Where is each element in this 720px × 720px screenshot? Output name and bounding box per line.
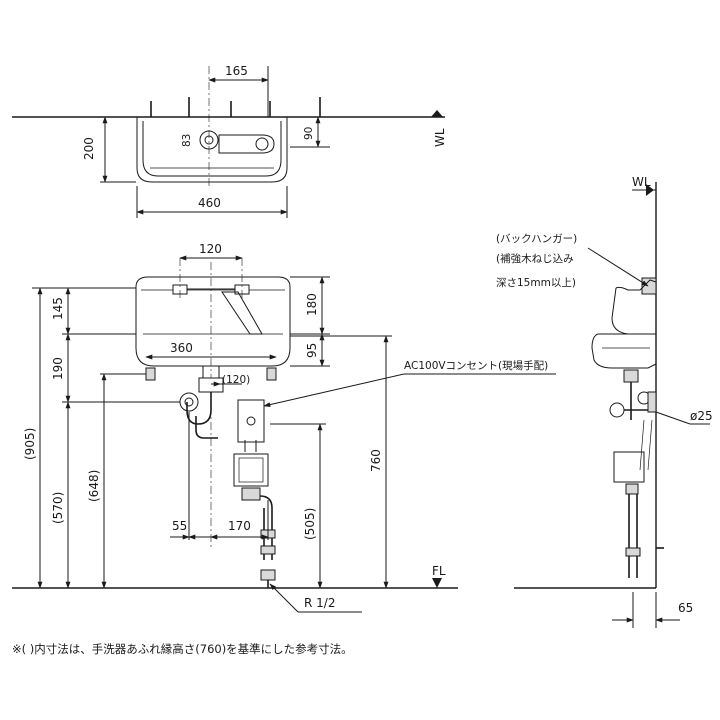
front-view: FL (12, 242, 556, 613)
dim-drain-depth: 83 (181, 134, 193, 147)
dim-tap-span: 120 (199, 242, 222, 256)
trap (179, 392, 199, 412)
dim-width: 460 (198, 196, 221, 210)
hanger-label-1: (バックハンガー) (496, 233, 577, 245)
dim-pipe-dia: ø25 (690, 409, 713, 423)
dim-120b: (120) (222, 374, 250, 386)
dim-360: 360 (170, 341, 193, 355)
dim-tap-offset: 165 (225, 64, 248, 78)
supply-fitting (260, 569, 276, 581)
dim-170: 170 (228, 519, 251, 533)
outlet-label: AC100Vコンセント(現場手配) (404, 359, 548, 372)
spout (221, 291, 263, 335)
hanger-label-3: 深さ15mm以上) (496, 277, 576, 289)
dim-65: 65 (678, 601, 693, 615)
control-unit (233, 453, 269, 487)
level-wl-side: WL (632, 175, 651, 189)
basin-body (135, 276, 291, 367)
level-wl-top: WL (433, 128, 447, 147)
dim-760: 760 (369, 449, 383, 472)
level-fl: FL (432, 564, 446, 578)
side-view: WL (バックハンガー) (補強木ねじ込み 深さ15mm以上) ø25 (496, 175, 713, 628)
hanger-label-2: (補強木ねじ込み (496, 252, 574, 265)
dim-905: (905) (23, 428, 37, 460)
wl-marker-side (646, 184, 654, 196)
dim-648: (648) (87, 470, 101, 502)
dim-570: (570) (51, 492, 65, 524)
control-unit-side (613, 451, 645, 483)
dim-55: 55 (172, 519, 187, 533)
basin-side (591, 279, 657, 369)
dim-190: 190 (51, 357, 65, 380)
footnote: ※( )内寸法は、手洗器あふれ縁高さ(760)を基準にした参考寸法。 (12, 642, 353, 656)
dim-depth: 200 (82, 137, 96, 160)
top-view: 165 200 460 90 83 WL (12, 64, 447, 218)
dim-145: 145 (51, 297, 65, 320)
pipe-label: R 1/2 (304, 596, 335, 610)
wl-marker (431, 110, 443, 117)
dim-95: 95 (305, 343, 319, 358)
dim-505: (505) (303, 508, 317, 540)
dim-tap-depth: 90 (303, 127, 315, 140)
dim-180: 180 (305, 293, 319, 316)
power-box (237, 399, 265, 443)
faucet-spout (218, 134, 275, 154)
